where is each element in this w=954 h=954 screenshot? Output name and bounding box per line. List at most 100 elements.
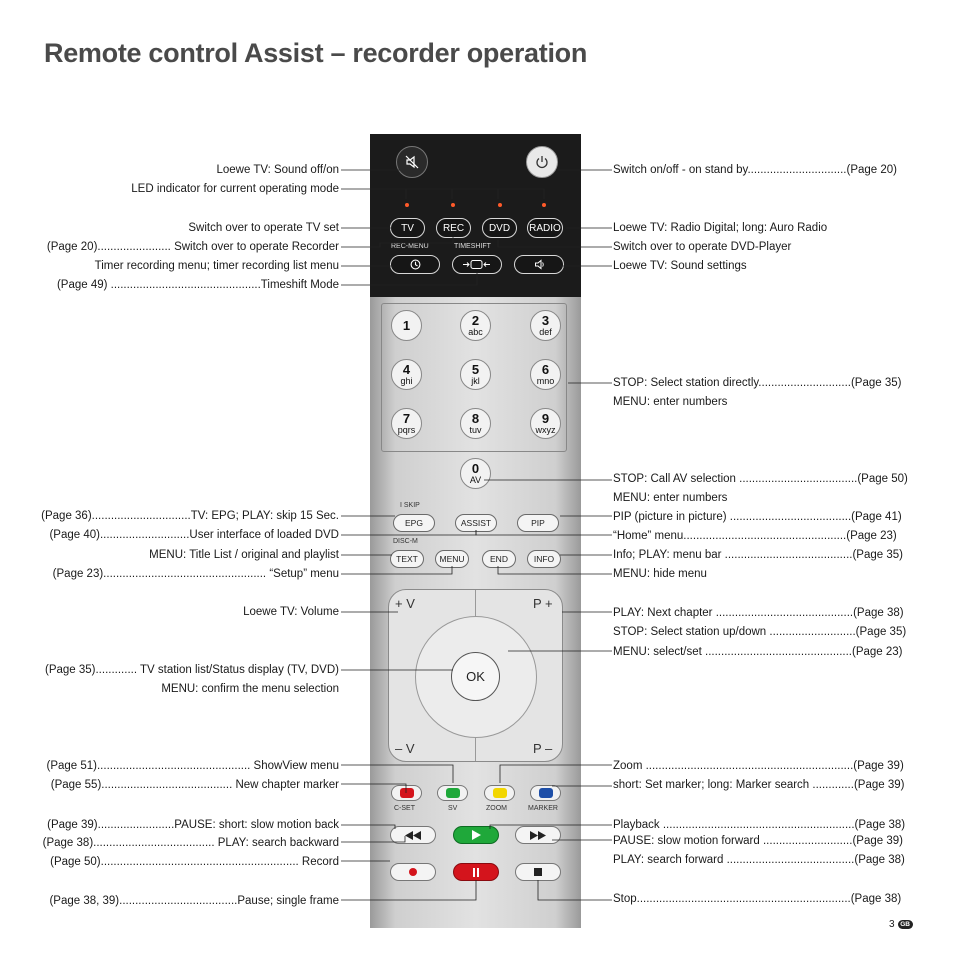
rewind-button[interactable] (390, 826, 436, 844)
sound-settings-button[interactable] (514, 255, 564, 274)
led-radio (542, 203, 546, 207)
label-av-selection: STOP: Call AV selection ................… (613, 473, 908, 485)
label-switch-on-off: Switch on/off - on stand by.............… (613, 164, 898, 176)
prog-minus-label: P – (533, 741, 553, 756)
key-1[interactable]: 1 (391, 310, 422, 341)
assist-button[interactable]: ASSIST (455, 514, 497, 532)
timeshift-label: TIMESHIFT (454, 243, 491, 250)
label-epg: (Page 36)...............................… (41, 510, 339, 522)
led-tv (405, 203, 409, 207)
led-dvd (498, 203, 502, 207)
ok-button[interactable]: OK (451, 652, 500, 701)
label-operate-recorder: (Page 20)....................... Switch … (46, 241, 339, 253)
label-radio-digital: Loewe TV: Radio Digital; long: Auro Radi… (613, 222, 828, 234)
end-button[interactable]: END (482, 550, 516, 568)
power-button[interactable] (526, 146, 558, 178)
rec-menu-button[interactable] (390, 255, 440, 274)
red-button[interactable] (391, 785, 422, 801)
text-button[interactable]: TEXT (390, 550, 424, 568)
speaker-icon (534, 259, 544, 270)
vol-plus-label: + V (395, 596, 415, 611)
pause-icon (473, 867, 479, 877)
red-dot (399, 788, 414, 798)
page-number: 3 (889, 919, 895, 930)
blue-dot (538, 788, 553, 798)
label-hide-menu: MENU: hide menu (613, 568, 707, 580)
power-icon (536, 156, 548, 169)
info-button[interactable]: INFO (527, 550, 561, 568)
label-select-station-directly: STOP: Select station directly...........… (613, 377, 902, 389)
label-timeshift: (Page 49) ..............................… (56, 279, 339, 291)
label-info: Info; PLAY: menu bar ...................… (613, 549, 903, 561)
label-operate-dvd: Switch over to operate DVD-Player (613, 241, 792, 253)
radio-mode-button[interactable]: RADIO (527, 218, 563, 238)
label-search-forward: PLAY: search forward ...................… (613, 854, 905, 866)
label-zoom: Zoom ...................................… (613, 760, 904, 772)
mute-button[interactable] (396, 146, 428, 178)
menu-button[interactable]: MENU (435, 550, 469, 568)
label-set-marker: short: Set marker; long: Marker search .… (613, 779, 905, 791)
page-title: Remote control Assist – recorder operati… (44, 38, 588, 68)
prog-plus-label: P + (533, 596, 553, 611)
stop-icon (534, 868, 542, 876)
i-skip-label: I SKIP (400, 502, 420, 509)
label-setup-menu: (Page 23)...............................… (52, 568, 339, 580)
dvd-mode-button[interactable]: DVD (482, 218, 517, 238)
label-stop: Stop....................................… (613, 893, 902, 905)
label-station-up-down: STOP: Select station up/down ...........… (613, 626, 907, 638)
green-button[interactable] (437, 785, 468, 801)
timeshift-button[interactable] (452, 255, 502, 274)
marker-label: MARKER (528, 805, 558, 812)
label-next-chapter: PLAY: Next chapter .....................… (613, 607, 904, 619)
yellow-dot (492, 788, 507, 798)
stop-button[interactable] (515, 863, 561, 881)
label-select-set: MENU: select/set .......................… (613, 646, 903, 658)
mute-icon (405, 155, 419, 169)
label-operate-tv: Switch over to operate TV set (188, 222, 339, 234)
numpad-frame (381, 303, 567, 452)
pip-button[interactable]: PIP (517, 514, 559, 532)
ok-label: OK (466, 669, 485, 684)
fast-forward-button[interactable] (515, 826, 561, 844)
label-playback: Playback ...............................… (613, 819, 906, 831)
play-icon (471, 830, 481, 840)
record-button[interactable] (390, 863, 436, 881)
label-home-menu: “Home” menu.............................… (613, 530, 897, 542)
rec-mode-button[interactable]: REC (436, 218, 471, 238)
tv-mode-button[interactable]: TV (390, 218, 425, 238)
clock-icon (410, 259, 420, 270)
label-slow-motion-forward: PAUSE: slow motion forward .............… (613, 835, 903, 847)
label-led-indicator: LED indicator for current operating mode (131, 183, 339, 195)
record-icon (409, 868, 417, 876)
label-showview: (Page 51)...............................… (46, 760, 339, 772)
rewind-icon (405, 830, 421, 840)
label-enter-numbers-2: MENU: enter numbers (613, 492, 728, 504)
yellow-button[interactable] (484, 785, 515, 801)
label-enter-numbers-1: MENU: enter numbers (613, 396, 728, 408)
label-volume: Loewe TV: Volume (243, 606, 339, 618)
label-search-backward: (Page 38)...............................… (42, 837, 339, 849)
fast-forward-icon (530, 830, 546, 840)
label-record: (Page 50)...............................… (50, 856, 339, 868)
pause-button[interactable] (453, 863, 499, 881)
epg-button[interactable]: EPG (393, 514, 435, 532)
sv-label: SV (448, 805, 458, 812)
vol-minus-label: – V (395, 741, 415, 756)
label-title-list: MENU: Title List / original and playlist (149, 549, 339, 561)
timeshift-icon (463, 260, 490, 269)
label-confirm-menu: MENU: confirm the menu selection (161, 683, 339, 695)
blue-button[interactable] (530, 785, 561, 801)
label-slow-motion-back: (Page 39)........................PAUSE: … (47, 819, 339, 831)
label-chapter-marker: (Page 55)...............................… (50, 779, 339, 791)
play-button[interactable] (453, 826, 499, 844)
